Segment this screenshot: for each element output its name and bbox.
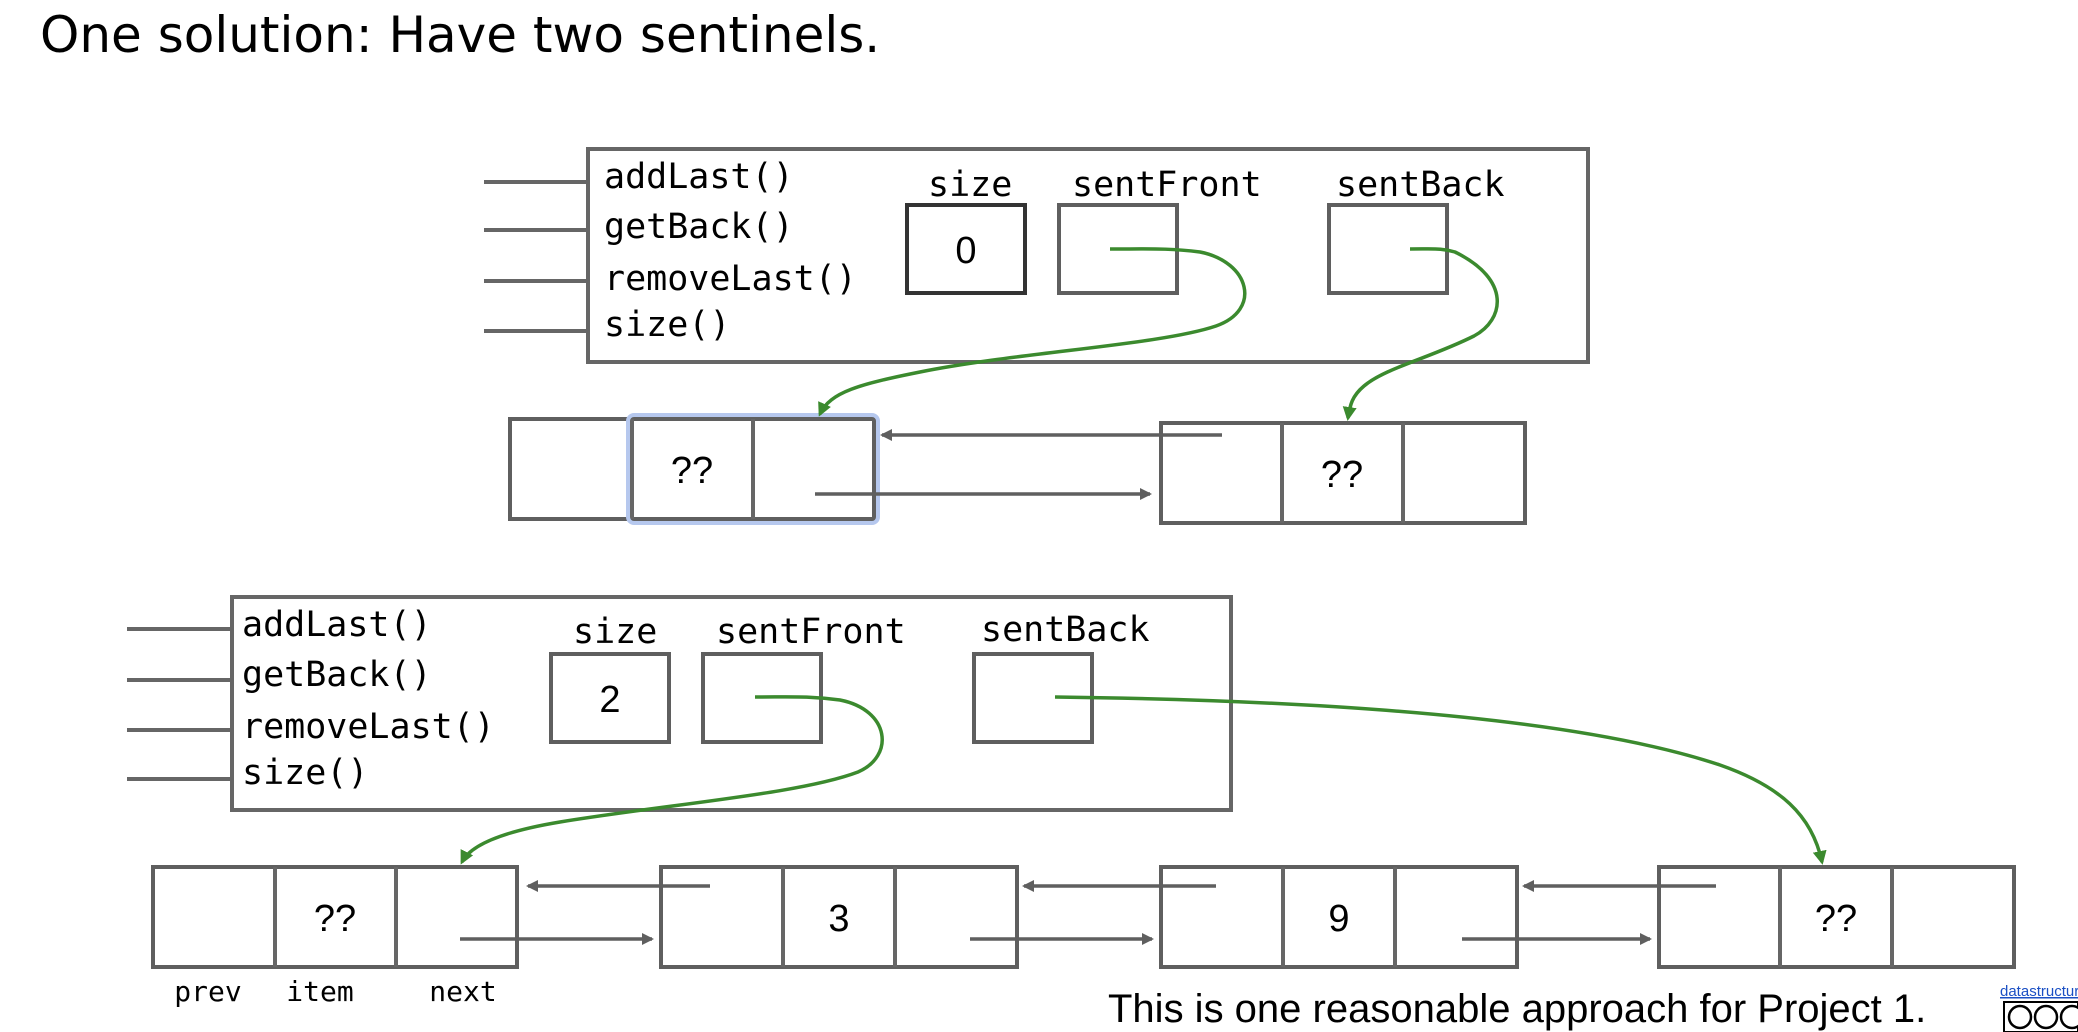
node-outline [1159, 421, 1527, 525]
sentfront-pointer-arrow [460, 695, 884, 865]
size-field-box [905, 203, 1027, 295]
node-part-label-item: item [286, 975, 353, 1008]
cc-license-icon [2003, 1001, 2078, 1032]
front-sentinel-node: ?? [508, 413, 880, 525]
sentfront-pointer-arrow [818, 247, 1247, 417]
method-getback: getBack() [242, 655, 432, 695]
selection-highlight [626, 413, 880, 525]
back-sentinel-node: ?? [1159, 421, 1527, 525]
front-sentinel-node: ?? [151, 865, 519, 969]
size-value: 2 [599, 679, 620, 721]
item-value: 3 [828, 898, 849, 940]
field-label-sentfront: sentFront [1072, 165, 1262, 205]
method-removelast: removeLast() [242, 707, 495, 747]
field-label-sentback: sentBack [981, 610, 1150, 650]
method-size: size() [242, 753, 368, 793]
item-value: ?? [1321, 454, 1363, 496]
node-outline [151, 865, 519, 969]
license-link[interactable]: datastructur.es [2000, 983, 2078, 1000]
list-node: 9 [1159, 865, 1519, 969]
slide-title: One solution: Have two sentinels. [40, 6, 880, 64]
node-outline [1657, 865, 2016, 969]
sentback-pointer-arrow [1054, 695, 1827, 865]
method-getback: getBack() [604, 207, 794, 247]
item-value: ?? [1815, 898, 1857, 940]
back-sentinel-node: ?? [1657, 865, 2016, 969]
item-value: ?? [314, 898, 356, 940]
size-field-box [549, 652, 671, 744]
size-value: 0 [955, 230, 976, 272]
node-outline [1159, 865, 1519, 969]
method-size: size() [604, 305, 730, 345]
item-value: ?? [671, 450, 713, 492]
field-label-sentfront: sentFront [716, 612, 906, 652]
node-part-label-next: next [429, 975, 496, 1008]
method-addlast: addLast() [604, 157, 794, 197]
field-label-size: size [928, 165, 1012, 205]
method-removelast: removeLast() [604, 259, 857, 299]
node-outline [659, 865, 1019, 969]
sentback-pointer-arrow [1342, 247, 1499, 421]
top-diagram: addLast() getBack() removeLast() size() … [484, 147, 1590, 525]
method-addlast: addLast() [242, 605, 432, 645]
field-label-size: size [573, 612, 657, 652]
field-label-sentback: sentBack [1336, 165, 1505, 205]
node-outline [508, 417, 876, 521]
node-part-label-prev: prev [174, 975, 241, 1008]
bottom-diagram: addLast() getBack() removeLast() size() … [127, 595, 2016, 1008]
item-value: 9 [1328, 898, 1349, 940]
list-node: 3 [659, 865, 1019, 969]
footer-note: This is one reasonable approach for Proj… [1108, 987, 1926, 1031]
